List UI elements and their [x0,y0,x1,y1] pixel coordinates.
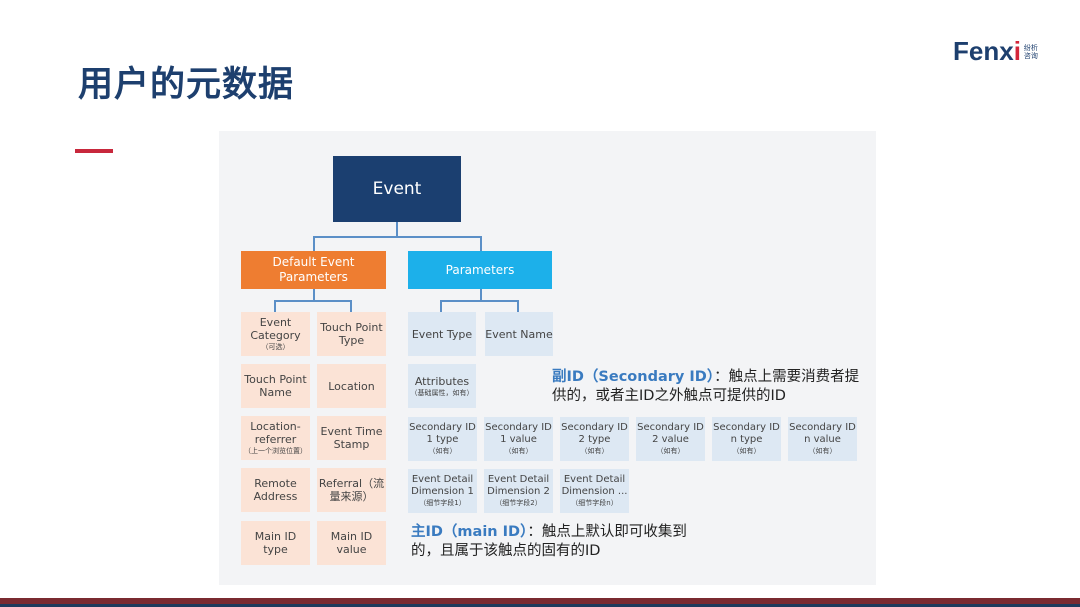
default-param-item: Remote Address [241,468,310,512]
box-sublabel: （细节字段1） [419,499,466,507]
box-label: Secondary ID 1 type [409,422,476,445]
secondary-id-item: Secondary ID 2 value （如有） [636,417,705,461]
box-sublabel: （细节字段2） [495,499,542,507]
event-root-box: Event [333,156,461,222]
box-label: Event Detail Dimension ... [561,474,628,497]
box-sublabel: （如有） [580,447,609,455]
box-label: Secondary ID n value [789,422,856,445]
box-label: Secondary ID 1 value [485,422,552,445]
box-label: Main ID type [254,530,297,556]
event-detail-item: Event Detail Dimension ... （细节字段n） [560,469,629,513]
default-param-item: Location [317,364,386,408]
connector-line [517,300,519,312]
box-label: Default Event Parameters [272,255,355,284]
box-label: Event Detail Dimension 2 [487,474,550,497]
connector-line [396,222,398,237]
box-label: Event Category [250,316,301,342]
logo-cn: 纷析咨询 [1023,43,1038,60]
box-sublabel: （如有） [808,447,837,455]
default-param-item: Event Time Stamp [317,416,386,460]
footer-bar [0,598,1080,604]
default-event-parameters-box: Default Event Parameters [241,251,386,289]
box-label: Location-referrer [250,420,301,446]
box-sublabel: （可选） [261,343,290,351]
main-id-heading: 主ID（main ID） [411,524,528,540]
secondary-id-body: ：触点上需要消费者提供的，或者主ID之外触点可提供的ID [552,369,860,404]
connector-line [313,236,315,251]
main-id-body: ：触点上默认即可收集到的，且属于该触点的固有的ID [411,524,687,559]
box-label: Touch Point Name [244,373,307,399]
box-sublabel: （如有） [732,447,761,455]
box-sublabel: （如有） [504,447,533,455]
logo-text-i: i [1013,36,1021,66]
secondary-id-item: Secondary ID 1 value （如有） [484,417,553,461]
param-item: Event Name [485,312,553,356]
main-id-note: 主ID（main ID）：触点上默认即可收集到的，且属于该触点的固有的ID [411,523,706,561]
box-label: Event Time Stamp [320,425,383,451]
title-accent-line [75,149,113,153]
box-label: Secondary ID n type [713,422,780,445]
secondary-id-item: Secondary ID 1 type （如有） [408,417,477,461]
secondary-id-heading: 副ID（Secondary ID） [552,369,715,385]
connector-line [441,300,519,302]
attributes-item: Attributes（基础属性，如有） [408,364,476,408]
parameters-box: Parameters [408,251,552,289]
connector-line [480,236,482,251]
param-item: Event Type [408,312,476,356]
connector-line [274,300,276,312]
connector-line [314,236,482,238]
box-label: Parameters [445,262,515,277]
default-param-item: Main ID type [241,521,310,565]
box-sublabel: （如有） [656,447,685,455]
secondary-id-item: Secondary ID 2 type （如有） [560,417,629,461]
box-sublabel: （基础属性，如有） [410,388,474,397]
box-label: Secondary ID 2 value [637,422,704,445]
box-label: Event [372,179,422,199]
box-sublabel: （上一个浏览位置） [244,447,307,455]
logo-text: Fenx [953,36,1014,66]
default-param-item: Touch Point Name [241,364,310,408]
page-title: 用户的元数据 [78,65,295,105]
box-sublabel: （细节字段n） [571,499,618,507]
box-label: Event Name [485,327,553,341]
box-label: Location [328,379,375,393]
secondary-id-item: Secondary ID n value （如有） [788,417,857,461]
box-label: Touch Point Type [320,321,383,347]
box-sublabel: （如有） [428,447,457,455]
box-label: Attributes [414,374,470,388]
event-detail-item: Event Detail Dimension 1 （细节字段1） [408,469,477,513]
box-label: Referral（流量来源） [318,477,385,503]
box-label: Main ID value [330,530,373,556]
default-param-item: Touch Point Type [317,312,386,356]
box-label: Event Detail Dimension 1 [411,474,474,497]
connector-line [350,300,352,312]
default-param-item: Location-referrer（上一个浏览位置） [241,416,310,460]
footer-bar-bottom [0,604,1080,607]
box-label: Secondary ID 2 type [561,422,628,445]
diagram-panel [219,131,876,585]
box-label: Remote Address [253,477,298,503]
box-label: Event Type [411,327,473,341]
connector-line [275,300,352,302]
connector-line [440,300,442,312]
default-param-item: Event Category（可选） [241,312,310,356]
secondary-id-item: Secondary ID n type （如有） [712,417,781,461]
secondary-id-note: 副ID（Secondary ID）：触点上需要消费者提供的，或者主ID之外触点可… [552,368,862,406]
connector-line [480,289,482,301]
connector-line [313,289,315,301]
default-param-item: Main ID value [317,521,386,565]
event-detail-item: Event Detail Dimension 2 （细节字段2） [484,469,553,513]
default-param-item: Referral（流量来源） [317,468,386,512]
